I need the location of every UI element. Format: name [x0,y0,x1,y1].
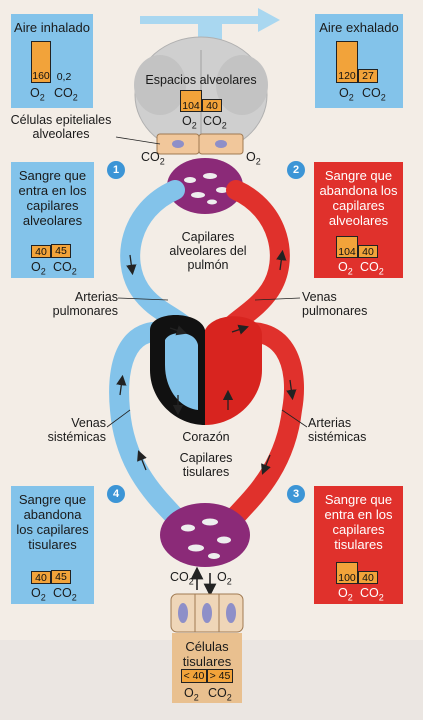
blood-out-alv-co2-bar: 40 [358,245,378,258]
blood-in-alv-co2-bar: 45 [51,244,71,258]
heart-label: Corazón [182,430,230,444]
exhaled-co2-label: CO2 [362,86,386,103]
flow-arrows [116,249,297,475]
step-3-marker: 3 [287,485,305,503]
exhaled-air-title: Aire exhalado [319,20,399,35]
inhaled-o2-label: O2 [30,86,45,103]
tissue-cells-bars: < 40 > 45 [181,669,233,683]
blood-out-tis-o2-label: O2 [31,586,46,603]
step-1-marker: 1 [107,161,125,179]
alveolar-capillaries-label: Capilares alveolares del pulmón [169,230,247,272]
exhaled-o2-label: O2 [339,86,354,103]
systemic-veins-label: Venas sistémicas [47,416,106,444]
blood-leaving-tissue-bars: 40 45 [31,570,75,584]
blood-in-alv-o2-label: O2 [31,260,46,277]
exhaled-co2-bar: 27 [358,69,378,83]
systemic-arteries-label: Arterias sistémicas [308,416,367,444]
tissue-cells-title: Células tisulares [182,639,232,669]
epithelial-cells [156,133,244,155]
inhaled-co2-value: 0,2 [56,71,72,83]
exhaled-air-box: Aire exhalado 120 27 O2 CO2 [315,14,403,108]
alveolar-capillary-network [167,158,243,214]
inhaled-air-bars: 160 0,2 [31,41,81,83]
alveolar-o2-exchange: O2 [246,150,261,167]
tissue-cells [170,593,244,633]
blood-entering-alveolar-bars: 40 45 [31,244,75,258]
alveolar-co2-bar: 40 [202,99,222,112]
blood-leaving-tissue-title: Sangre que abandona los capilares tisula… [16,492,89,552]
tissue-o2-bar: < 40 [181,669,207,683]
blood-out-tis-o2-bar: 40 [31,571,51,584]
alveolar-o2-bar: 104 [180,90,202,112]
pulmonary-arteries-label: Arterias pulmonares [52,290,118,318]
blood-in-tis-o2-bar: 100 [336,562,358,584]
blood-out-alv-o2-label: O2 [338,260,353,277]
alveolar-co2-exchange: CO2 [141,150,165,167]
tissue-co2-label: CO2 [208,686,232,703]
inhaled-air-box: Aire inhalado 160 0,2 O2 CO2 [11,14,93,108]
blood-leaving-alveolar-bars: 104 40 [336,236,380,258]
blood-leaving-alveolar-title: Sangre que abandona los capilares alveol… [319,168,398,228]
tissue-capillaries-label: Capilares tisulares [179,451,233,479]
alveolar-spaces-title: Espacios alveolares [145,73,257,87]
blood-in-tis-co2-bar: 40 [358,571,378,584]
blood-leaving-tissue-box: Sangre que abandona los capilares tisula… [11,486,94,604]
alveolar-bars: 104 40 [180,90,224,112]
step-4-marker: 4 [107,485,125,503]
alveolar-co2-label: CO2 [203,114,227,131]
blood-entering-alveolar-box: Sangre que entra en los capilares alveol… [11,162,94,278]
epithelial-cells-label: Células epiteliales alveolares [10,113,112,141]
exhaled-air-bars: 120 27 [336,41,382,83]
blood-entering-tissue-bars: 100 40 [336,562,380,584]
gas-exchange-arrows [190,566,217,597]
blood-out-alv-co2-label: CO2 [360,260,384,277]
exhaled-o2-bar: 120 [336,41,358,83]
blood-in-alv-o2-bar: 40 [31,245,51,258]
inhaled-o2-bar: 160 [31,41,51,83]
pulmonary-veins-label: Venas pulmonares [302,290,368,318]
tissue-co2-exchange: CO2 [170,570,194,587]
trachea-airflow-arrow [140,8,280,58]
tissue-cells-box: Células tisulares < 40 > 45 O2 CO2 [172,633,242,703]
blood-entering-tissue-title: Sangre que entra en los capilares tisula… [324,492,393,552]
blood-out-tis-co2-label: CO2 [53,586,77,603]
blood-out-alv-o2-bar: 104 [336,236,358,258]
leader-lines [106,136,308,428]
tissue-o2-label: O2 [184,686,199,703]
step-2-marker: 2 [287,161,305,179]
blood-in-alv-co2-label: CO2 [53,260,77,277]
heart [150,315,262,425]
blood-out-tis-co2-bar: 45 [51,570,71,584]
inhaled-co2-label: CO2 [54,86,78,103]
blood-entering-tissue-box: Sangre que entra en los capilares tisula… [314,486,403,604]
blood-leaving-alveolar-box: Sangre que abandona los capilares alveol… [314,162,403,278]
tissue-capillary-network [160,503,250,567]
blood-entering-alveolar-title: Sangre que entra en los capilares alveol… [18,168,87,228]
alveolar-o2-label: O2 [182,114,197,131]
inhaled-air-title: Aire inhalado [14,20,90,35]
blood-in-tis-co2-label: CO2 [360,586,384,603]
tissue-co2-bar: > 45 [207,669,233,683]
blood-in-tis-o2-label: O2 [338,586,353,603]
tissue-o2-exchange: O2 [217,570,232,587]
